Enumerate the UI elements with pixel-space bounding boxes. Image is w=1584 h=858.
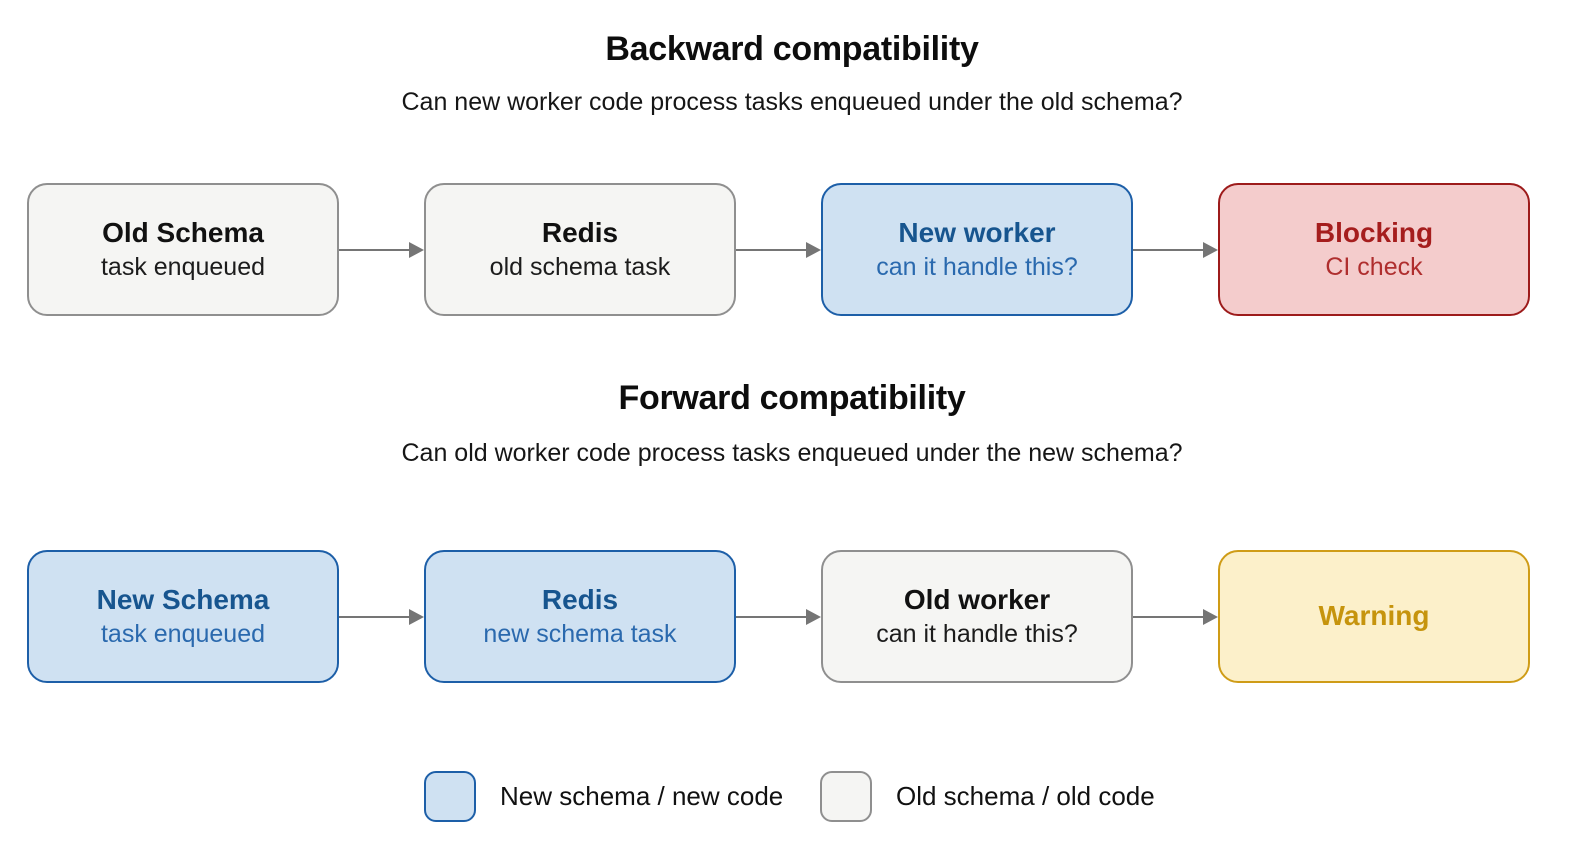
flow-arrow-icon bbox=[736, 241, 821, 258]
node-title: Old Schema bbox=[102, 217, 264, 249]
legend: New schema / new code Old schema / old c… bbox=[424, 771, 1155, 822]
node-title: Redis bbox=[541, 217, 619, 249]
legend-label: New schema / new code bbox=[500, 781, 784, 811]
forward-compatibility-title: Forward compatibility bbox=[618, 379, 966, 417]
arrow-head bbox=[806, 608, 821, 625]
node-title: Old worker bbox=[903, 584, 1051, 616]
arrow-line bbox=[736, 615, 806, 618]
backward-compatibility-subtitle: Can new worker code process tasks enqueu… bbox=[401, 88, 1183, 116]
arrow-head bbox=[409, 241, 424, 258]
node-new-worker: New worker can it handle this? bbox=[821, 183, 1133, 316]
node-new-schema: New Schema task enqueued bbox=[27, 550, 339, 683]
backward-compatibility-title: Backward compatibility bbox=[605, 30, 979, 68]
node-subtitle: new schema task bbox=[483, 620, 677, 649]
forward-compatibility-subtitle: Can old worker code process tasks enqueu… bbox=[401, 439, 1183, 467]
arrow-line bbox=[339, 248, 409, 251]
node-title: New Schema bbox=[96, 584, 270, 616]
arrow-head bbox=[409, 608, 424, 625]
node-subtitle: can it handle this? bbox=[876, 253, 1078, 282]
legend-label: Old schema / old code bbox=[896, 781, 1155, 811]
node-title: Redis bbox=[541, 584, 619, 616]
flow-arrow-icon bbox=[736, 608, 821, 625]
new-schema-swatch-icon bbox=[424, 771, 476, 822]
arrow-line bbox=[1133, 248, 1203, 251]
node-subtitle: CI check bbox=[1325, 253, 1423, 282]
backward-flow-row: Old Schema task enqueued Redis old schem… bbox=[27, 183, 1530, 316]
arrow-head bbox=[1203, 241, 1218, 258]
flow-arrow-icon bbox=[339, 241, 424, 258]
node-blocking-ci-check: Blocking CI check bbox=[1218, 183, 1530, 316]
arrow-head bbox=[1203, 608, 1218, 625]
node-redis-new-task: Redis new schema task bbox=[424, 550, 736, 683]
forward-flow-row: New Schema task enqueued Redis new schem… bbox=[27, 550, 1530, 683]
node-subtitle: can it handle this? bbox=[876, 620, 1078, 649]
arrow-head bbox=[806, 241, 821, 258]
arrow-line bbox=[339, 615, 409, 618]
node-title: New worker bbox=[898, 217, 1056, 249]
node-redis-old-task: Redis old schema task bbox=[424, 183, 736, 316]
node-old-schema: Old Schema task enqueued bbox=[27, 183, 339, 316]
node-title: Warning bbox=[1318, 600, 1430, 632]
node-warning-outcome: Warning bbox=[1218, 550, 1530, 683]
node-subtitle: task enqueued bbox=[100, 620, 266, 649]
legend-item-new-schema: New schema / new code bbox=[424, 771, 820, 822]
node-title: Blocking bbox=[1314, 217, 1434, 249]
old-schema-swatch-icon bbox=[820, 771, 872, 822]
node-old-worker: Old worker can it handle this? bbox=[821, 550, 1133, 683]
flow-arrow-icon bbox=[339, 608, 424, 625]
arrow-line bbox=[736, 248, 806, 251]
node-subtitle: task enqueued bbox=[100, 253, 266, 282]
node-subtitle: old schema task bbox=[489, 253, 671, 282]
flow-arrow-icon bbox=[1133, 241, 1218, 258]
arrow-line bbox=[1133, 615, 1203, 618]
legend-item-old-schema: Old schema / old code bbox=[820, 771, 1155, 822]
flow-arrow-icon bbox=[1133, 608, 1218, 625]
